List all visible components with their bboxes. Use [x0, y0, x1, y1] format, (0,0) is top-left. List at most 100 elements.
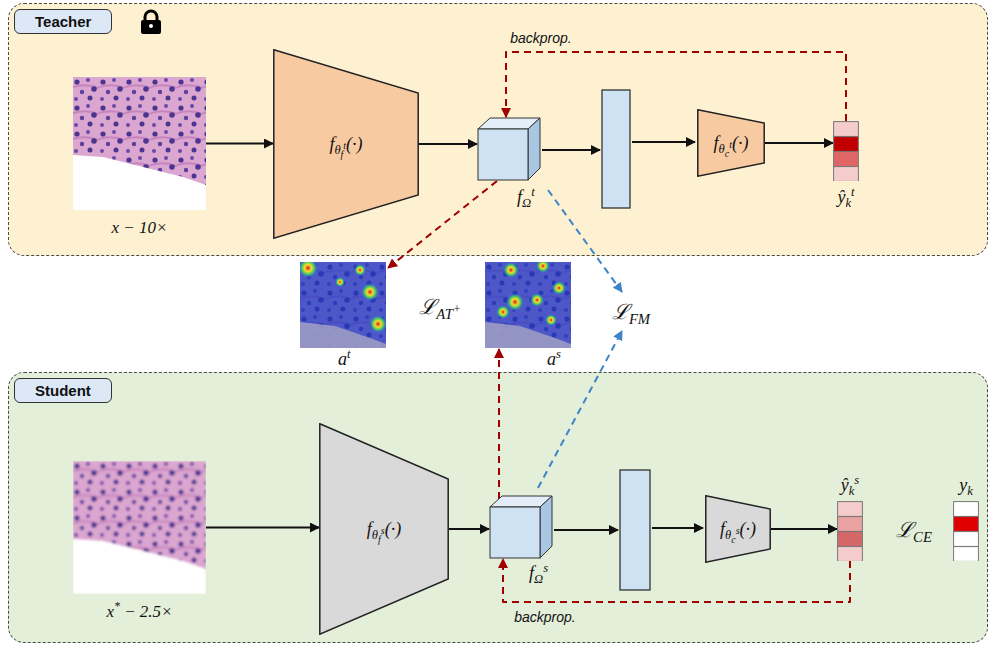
feature-map: fΩs [489, 495, 553, 559]
math-glyph: s [543, 561, 548, 575]
math-glyph: (·) [346, 134, 363, 154]
flow-arrow [206, 143, 273, 145]
edge-label: backprop. [510, 30, 571, 46]
attention-blob [361, 283, 379, 301]
flow-arrow [419, 143, 477, 145]
prediction-vector: ŷks [837, 501, 863, 561]
math-glyph: f [714, 133, 719, 153]
flow-arrow [765, 142, 833, 144]
math-glyph: (·) [739, 519, 756, 539]
math-glyph: ℒ [612, 300, 629, 324]
backprop-arrow [388, 181, 497, 268]
math-glyph: k [967, 484, 973, 498]
attention-blob [369, 315, 386, 333]
math-glyph: t [851, 185, 855, 199]
loss-label: ℒCE [896, 518, 932, 542]
backprop-arrow [506, 52, 846, 121]
flow-arrow [632, 141, 695, 143]
loss-label: ℒAT+ [419, 295, 460, 319]
magnification-label: x − 10× [112, 218, 168, 237]
magnification-label: x* − 2.5× [106, 602, 172, 621]
feature-match-arrow [538, 331, 622, 488]
math-glyph: Ω [522, 196, 531, 210]
flow-arrow [771, 528, 837, 530]
attention-map: at [300, 262, 386, 348]
math-glyph: s [854, 473, 859, 487]
math-glyph: − 2.5× [120, 602, 173, 621]
attention-blob [536, 262, 550, 273]
math-glyph: k [849, 484, 855, 498]
math-glyph: θ [725, 528, 731, 542]
math-glyph: t [347, 347, 351, 361]
attention-blob [530, 293, 544, 307]
caption-holder: fΩt [517, 187, 535, 208]
histology-image [73, 461, 206, 594]
caption-holder: at [338, 349, 351, 370]
text-holder: fθfs(·) [319, 423, 449, 635]
cube-side [528, 118, 540, 180]
trapezoid-outline [320, 424, 448, 634]
tissue [485, 262, 571, 348]
input-patch: x* − 2.5× [73, 461, 206, 594]
vector-cell [954, 502, 979, 517]
math-glyph: ℒ [419, 295, 436, 319]
math-glyph: a [338, 349, 347, 369]
vector-cell [834, 122, 859, 137]
feature-match-arrow [548, 190, 622, 292]
math-glyph: + [453, 303, 461, 315]
loss-label: ℒFM [612, 300, 650, 324]
panel-title-holder: Student [14, 378, 112, 403]
math-glyph: s [381, 525, 385, 536]
attention-blob [354, 264, 366, 276]
output-label: ŷkt [837, 187, 854, 207]
math-glyph: f [329, 134, 334, 154]
input-patch: x − 10× [73, 77, 206, 210]
prediction-vector: ŷkt [833, 121, 859, 181]
vector-cell [954, 547, 979, 561]
text-holder: fθcs(·) [705, 495, 771, 563]
vector-cell [838, 547, 863, 561]
loss-holder: ℒCE [896, 515, 932, 543]
tissue-group [73, 77, 206, 210]
tissue [73, 461, 206, 594]
math-glyph: CE [913, 529, 932, 545]
edge-label: backprop. [514, 609, 575, 625]
panel-title: Student [14, 378, 112, 403]
caption-holder: x* − 2.5× [53, 602, 226, 622]
output-label: yk [959, 475, 973, 495]
caption-holder: yk [936, 475, 996, 496]
caption-holder: ŷkt [816, 187, 876, 208]
backprop-arrow [498, 349, 500, 499]
math-glyph: (·) [732, 133, 749, 153]
math-glyph: AT [436, 306, 453, 322]
network-label: fθfs(·) [367, 519, 401, 540]
flow-arrow [554, 529, 618, 531]
attention-blob [300, 262, 318, 278]
vector-shape [837, 501, 863, 561]
network-label: fθct(·) [714, 133, 749, 154]
vector-cell [838, 517, 863, 532]
cube-shape [477, 117, 541, 181]
tissue [73, 77, 206, 210]
backprop-arrow [503, 559, 850, 602]
background-slide [73, 539, 206, 594]
math-glyph: f [341, 149, 344, 160]
cube-side [540, 496, 552, 558]
vector-shape [953, 501, 979, 561]
attention-blob [545, 314, 557, 326]
loss-holder: ℒFM [612, 297, 650, 325]
attention-blob [503, 262, 519, 278]
math-glyph: * [114, 599, 120, 613]
lock-icon [141, 11, 161, 34]
edge-label-holder: backprop. [514, 608, 575, 626]
math-glyph: f [517, 187, 522, 207]
lock-body [141, 20, 161, 34]
background-slide [73, 155, 206, 210]
cube-front [478, 129, 528, 180]
math-glyph: f [529, 563, 534, 583]
feature-label: fΩt [517, 187, 535, 207]
lock-shackle [145, 11, 157, 21]
math-glyph: θ [719, 142, 725, 156]
caption-holder: x − 10× [53, 218, 226, 238]
math-glyph: Ω [534, 572, 543, 586]
